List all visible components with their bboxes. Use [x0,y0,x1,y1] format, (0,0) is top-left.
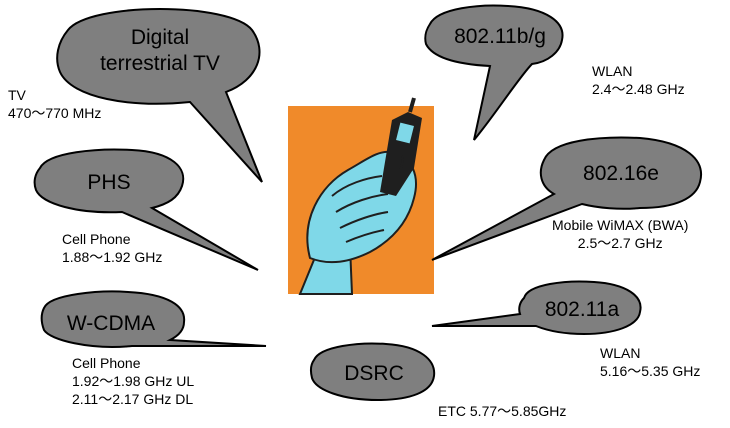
bubble-text: 802.16e [583,162,659,185]
description-line: 1.92〜1.98 GHz UL [72,373,195,389]
description-wcdma: Cell Phone 1.92〜1.98 GHz UL 2.11〜2.17 GH… [72,354,194,408]
description-line: Cell Phone [72,355,141,371]
bubble-text: DSRC [344,362,404,385]
description-line: 1.88〜1.92 GHz [62,249,163,265]
description-line: WLAN [592,63,633,79]
bubble-802-11bg: 802.11b/g [424,4,564,141]
description-phs: Cell Phone 1.88〜1.92 GHz [62,230,162,266]
description-line: 2.4〜2.48 GHz [592,81,685,97]
description-wlan-bg: WLAN 2.4〜2.48 GHz [592,62,685,98]
description-line: Cell Phone [62,231,131,247]
description-line: 2.5〜2.7 GHz [577,235,663,251]
description-line: ETC 5.77〜5.85GHz [438,403,567,419]
bubble-text: terrestrial TV [100,52,220,75]
description-line: 2.11〜2.17 GHz DL [72,391,194,407]
description-tv: TV 470〜770 MHz [8,86,101,122]
bubble-text: Digital [131,26,189,49]
bubble-text: PHS [87,171,130,194]
description-etc: ETC 5.77〜5.85GHz [438,402,566,420]
description-line: 470〜770 MHz [8,105,102,121]
bubble-digital-terrestrial-tv: Digital terrestrial TV [56,8,263,183]
bubble-text: W-CDMA [67,312,155,335]
description-wimax: Mobile WiMAX (BWA) 2.5〜2.7 GHz [552,216,688,252]
description-line: TV [8,87,26,103]
bubble-w-cdma: W-CDMA [40,290,267,348]
bubble-text: 802.11a [545,298,620,321]
bubble-802-11a: 802.11a [431,280,642,336]
description-line: WLAN [600,345,641,361]
description-line: 5.16〜5.35 GHz [600,363,701,379]
phone-in-hand-icon [288,97,434,295]
bubble-phs: PHS [33,148,259,271]
bubble-text: 802.11b/g [454,25,546,48]
bubble-802-16e: 802.16e [431,136,703,261]
bubble-dsrc: DSRC [309,342,436,402]
description-wlan-a: WLAN 5.16〜5.35 GHz [600,344,700,380]
description-line: Mobile WiMAX (BWA) [552,217,689,233]
